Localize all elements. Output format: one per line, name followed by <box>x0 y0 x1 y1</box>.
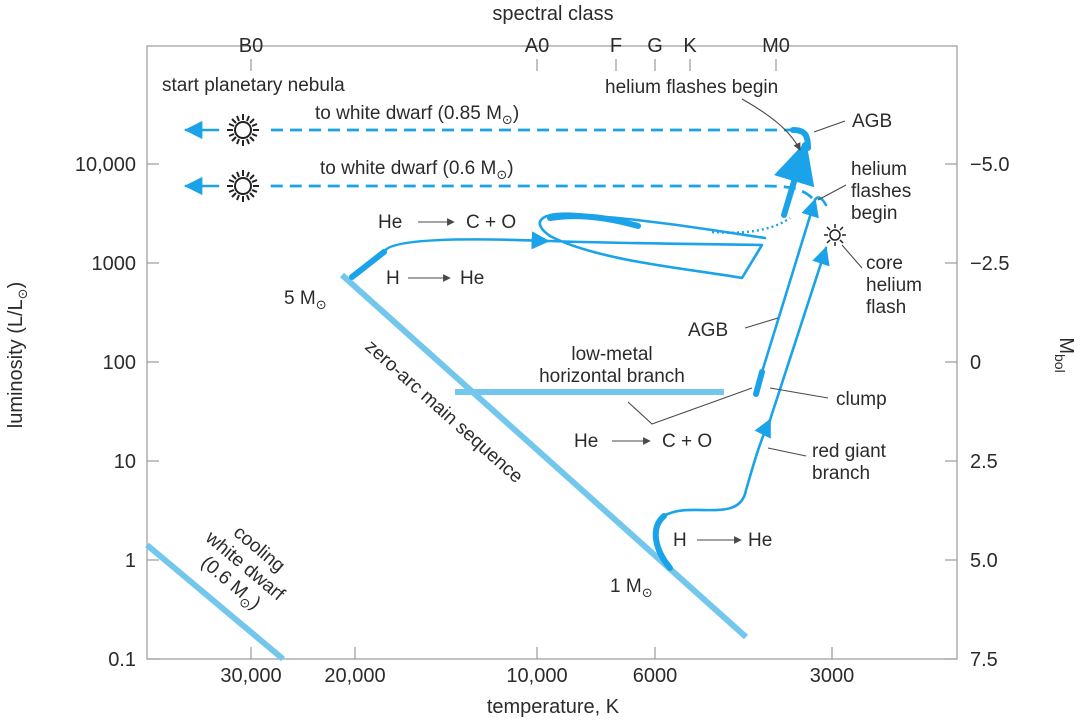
left-tick-label: 1000 <box>92 253 137 275</box>
track-5msun-he-core <box>547 213 641 229</box>
to-white-dwarf-06-label: to white dwarf (0.6 M⊙) <box>320 158 514 182</box>
core-helium-flash-label-1: core <box>866 253 903 274</box>
he-co-lower-he: He <box>574 431 598 452</box>
track-1msun-agb <box>760 198 819 374</box>
core-flash-starburst-icon <box>824 224 846 246</box>
start-planetary-nebula-label: start planetary nebula <box>162 75 345 96</box>
red-giant-branch-label-1: red giant <box>812 441 887 462</box>
helium-flashes-right-label-3: begin <box>851 203 898 224</box>
helium-flashes-begin-top-label: helium flashes begin <box>605 77 778 98</box>
horizontal-branch-label-1: low-metal <box>571 344 652 365</box>
track-1msun-agb-tip <box>813 196 828 207</box>
plot-frame <box>146 45 958 660</box>
left-tick-label: 1 <box>125 550 136 572</box>
he-co-lower-co: C + O <box>662 431 712 452</box>
helium-flashes-right-label-2: flashes <box>851 181 911 202</box>
h-he-lower-h: H <box>673 530 687 551</box>
right-tick-label: 5.0 <box>970 550 998 572</box>
left-tick-label: 0.1 <box>108 649 136 671</box>
top-tick-label: G <box>647 35 663 57</box>
track-1msun-rgb <box>768 246 830 422</box>
clump-label: clump <box>836 389 887 410</box>
h-he-upper-he: He <box>460 268 484 289</box>
right-tick-label: 7.5 <box>970 649 998 671</box>
bottom-tick-label: 10,000 <box>506 665 567 687</box>
top-tick-label: A0 <box>525 35 549 57</box>
left-axis-ticks <box>147 163 159 660</box>
track-1msun-subgiant <box>662 418 772 518</box>
top-axis-title: spectral class <box>492 3 613 25</box>
left-tick-label: 10 <box>114 451 136 473</box>
leader-helium-flashes-top <box>741 98 801 151</box>
top-tick-label: F <box>610 35 622 57</box>
h-he-lower-he: He <box>748 530 772 551</box>
core-helium-flash-label-3: flash <box>866 297 906 318</box>
right-axis-title: Mbol <box>1052 337 1077 372</box>
right-tick-label: 2.5 <box>970 451 998 473</box>
top-tick-label: B0 <box>239 35 263 57</box>
agb-mid-label: AGB <box>688 320 728 341</box>
red-giant-branch-label-2: branch <box>812 463 870 484</box>
mass-1-label: 1 M⊙ <box>610 576 653 600</box>
bottom-tick-label: 3000 <box>810 665 855 687</box>
starburst-icon <box>227 114 259 146</box>
top-tick-label: K <box>683 35 697 57</box>
horizontal-branch-label-2: horizontal branch <box>539 366 685 387</box>
to-white-dwarf-085-label: to white dwarf (0.85 M⊙) <box>315 103 519 127</box>
left-tick-label: 100 <box>103 352 136 374</box>
cooling-white-dwarf-label: cooling white dwarf (0.6 M⊙) <box>197 522 289 614</box>
bottom-tick-label: 30,000 <box>220 665 281 687</box>
agb-top-label: AGB <box>852 111 892 132</box>
leader-he-co-lower <box>627 387 753 425</box>
bottom-tick-label: 20,000 <box>324 665 385 687</box>
track-5msun-h-burning <box>349 249 387 280</box>
bottom-axis-ticks <box>250 647 833 659</box>
track-5msun-agb-top <box>790 127 811 151</box>
right-axis-ticks <box>945 163 957 660</box>
helium-flashes-right-label-1: helium <box>851 159 907 180</box>
starburst-icon <box>227 170 259 202</box>
leader-clump <box>769 387 829 399</box>
leader-core-flash <box>841 244 863 269</box>
leader-agb-mid <box>744 317 779 329</box>
right-tick-label: 0 <box>970 352 981 374</box>
left-tick-label: 10,000 <box>75 154 136 176</box>
track-1msun-ms <box>652 513 673 571</box>
cooling-white-dwarf-band <box>145 542 285 662</box>
track-5msun-agb <box>774 140 815 218</box>
top-axis-ticks <box>250 59 777 71</box>
h-he-upper-h: H <box>386 268 400 289</box>
leader-rgb <box>767 447 807 457</box>
left-axis-title: luminosity (L/L⊙) <box>5 282 30 429</box>
leader-agb-top <box>813 120 846 133</box>
mass-5-label: 5 M⊙ <box>284 288 327 312</box>
track-1msun-clump <box>753 369 765 397</box>
track-5msun-to-giant <box>382 231 550 254</box>
main-sequence-label: zero-arc main sequence <box>361 336 527 488</box>
top-tick-label: M0 <box>762 35 790 57</box>
track-5msun-he-loop <box>538 212 767 280</box>
bottom-axis-title: temperature, K <box>487 696 620 718</box>
leader-helium-flashes-right <box>817 184 847 201</box>
right-tick-label: −2.5 <box>970 253 1009 275</box>
bottom-tick-label: 6000 <box>633 665 678 687</box>
right-tick-label: −5.0 <box>970 154 1009 176</box>
he-co-upper-co: C + O <box>466 212 516 233</box>
track-dashed-0.6 <box>268 184 813 200</box>
core-helium-flash-label-2: helium <box>866 275 922 296</box>
he-co-upper-he: He <box>378 212 402 233</box>
main-sequence-band <box>339 272 749 640</box>
